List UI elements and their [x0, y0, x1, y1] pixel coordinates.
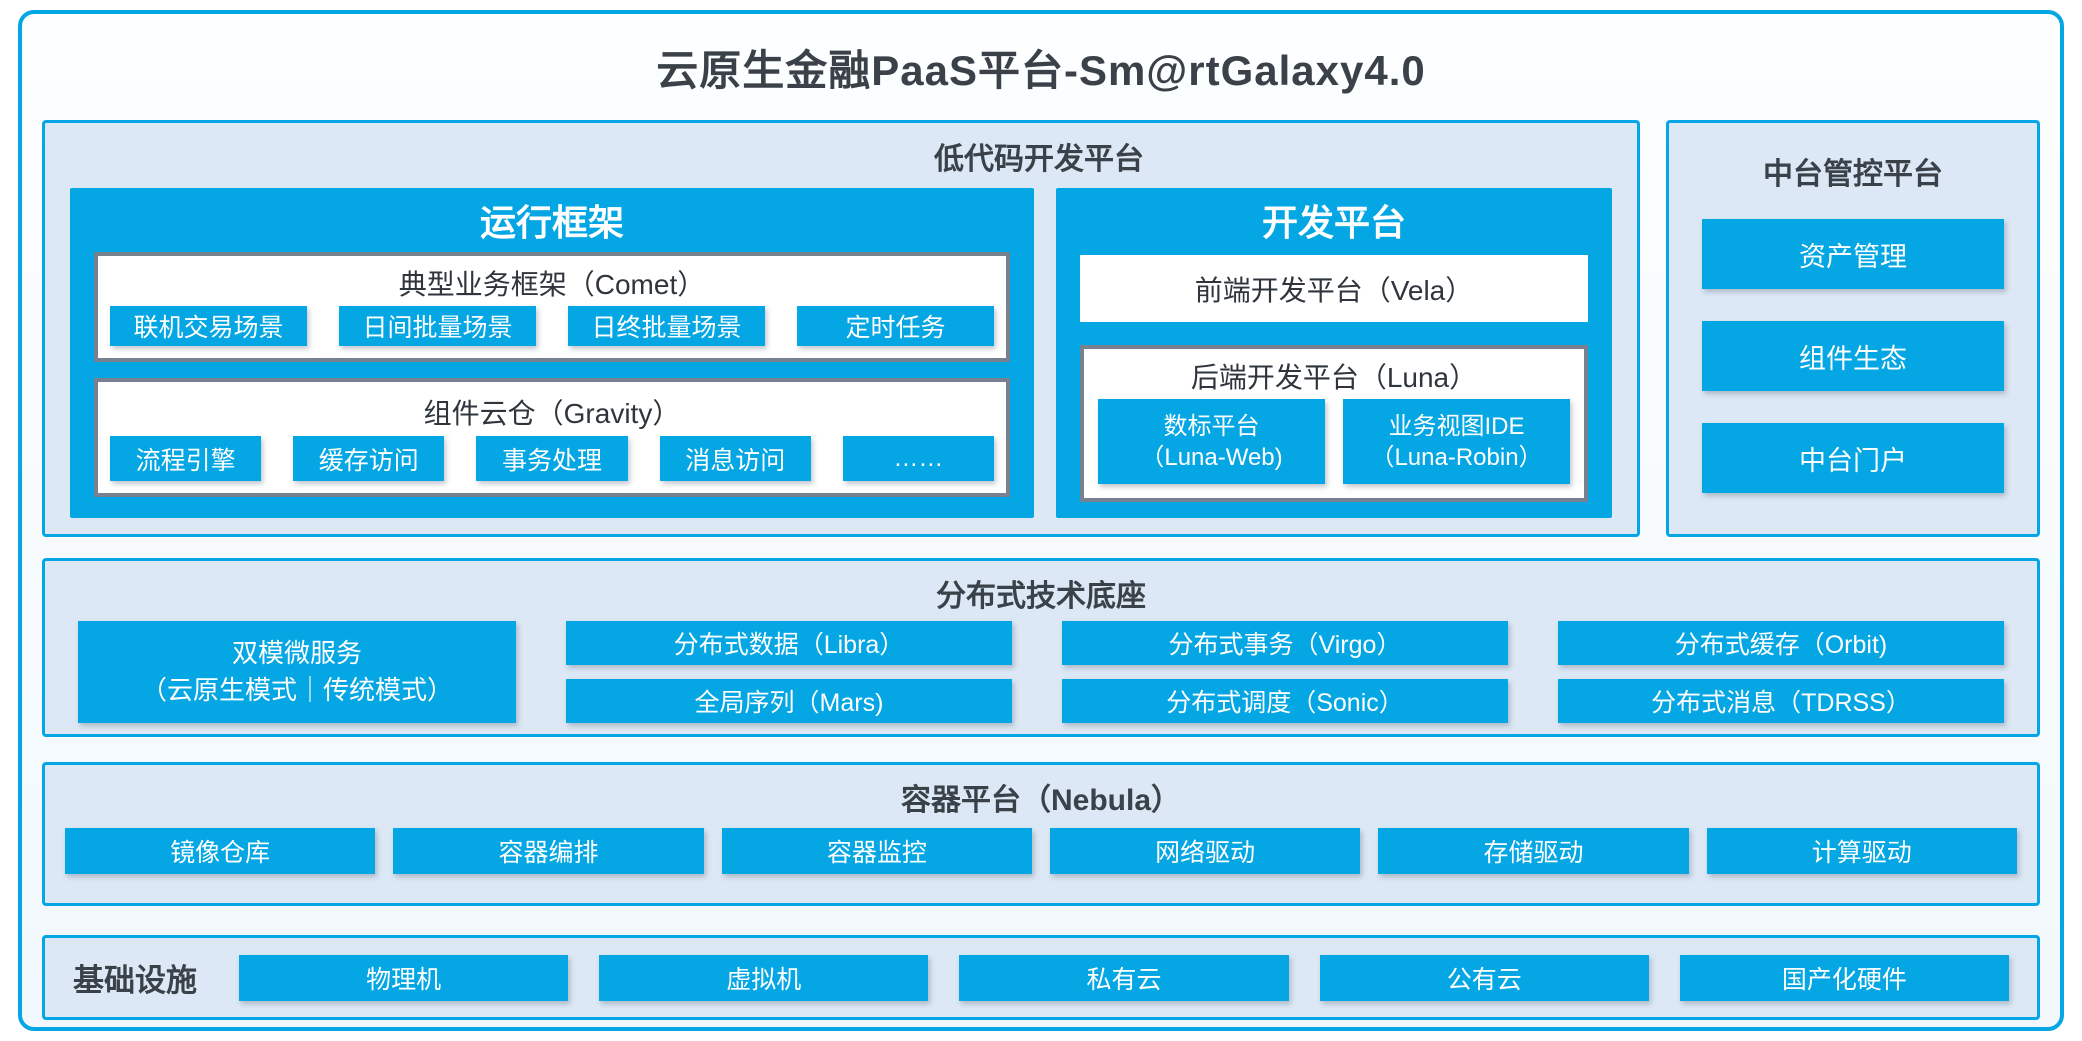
- luna-robin-name: 业务视图IDE: [1388, 412, 1525, 440]
- runtime-framework-panel: 运行框架 典型业务框架（Comet） 联机交易场景 日间批量场景 日终批量场景 …: [70, 188, 1034, 518]
- component-ecosystem-item: 组件生态: [1702, 321, 2004, 391]
- top-row: 低代码开发平台 运行框架 典型业务框架（Comet） 联机交易场景 日间批量场景…: [42, 120, 2040, 537]
- page-title: 云原生金融PaaS平台-Sm@rtGalaxy4.0: [656, 46, 1426, 94]
- luna-backend-box: 后端开发平台（Luna） 数标平台 （Luna-Web) 业务视图IDE （Lu…: [1080, 345, 1588, 502]
- middle-platform-section: 中台管控平台 资产管理 组件生态 中台门户: [1666, 120, 2040, 537]
- dev-platform-header: 开发平台: [1261, 202, 1406, 243]
- luna-robin-item: 业务视图IDE （Luna-Robin）: [1343, 399, 1570, 484]
- container-platform-section: 容器平台（Nebula） 镜像仓库 容器编排 容器监控 网络驱动 存储驱动 计算…: [42, 762, 2040, 906]
- vela-frontend-box: 前端开发平台（Vela）: [1080, 255, 1588, 322]
- gravity-item: 流程引擎: [110, 436, 262, 481]
- comet-item: 定时任务: [797, 306, 994, 346]
- comet-framework-box: 典型业务框架（Comet） 联机交易场景 日间批量场景 日终批量场景 定时任务: [94, 252, 1010, 362]
- comet-item: 日终批量场景: [568, 306, 765, 346]
- gravity-item: 缓存访问: [293, 436, 445, 481]
- private-cloud-item: 私有云: [959, 954, 1289, 1001]
- middle-portal-item: 中台门户: [1702, 423, 2004, 493]
- dual-mode-line2: （云原生模式｜传统模式）: [140, 675, 453, 705]
- storage-driver-item: 存储驱动: [1378, 828, 1689, 874]
- dev-platform-panel: 开发平台 前端开发平台（Vela） 后端开发平台（Luna） 数标平台 （Lun…: [1056, 188, 1612, 518]
- luna-backend-title: 后端开发平台（Luna）: [1190, 362, 1478, 393]
- distributed-base-section: 分布式技术底座 双模微服务 （云原生模式｜传统模式） 分布式数据（Libra） …: [42, 558, 2040, 737]
- lowcode-platform-section: 低代码开发平台 运行框架 典型业务框架（Comet） 联机交易场景 日间批量场景…: [42, 120, 1640, 537]
- luna-web-name: 数标平台: [1163, 412, 1260, 440]
- distributed-scheduling-item: 分布式调度（Sonic）: [1062, 679, 1508, 723]
- distributed-column: 分布式缓存（Orbit) 分布式消息（TDRSS）: [1558, 621, 2004, 723]
- public-cloud-item: 公有云: [1319, 954, 1649, 1001]
- distributed-data-item: 分布式数据（Libra）: [566, 621, 1012, 665]
- lowcode-platform-header: 低代码开发平台: [934, 142, 1144, 176]
- gravity-item: 消息访问: [659, 436, 811, 481]
- container-monitoring-item: 容器监控: [721, 828, 1032, 874]
- image-registry-item: 镜像仓库: [65, 828, 376, 874]
- luna-web-item: 数标平台 （Luna-Web): [1098, 399, 1325, 484]
- comet-item: 联机交易场景: [110, 306, 307, 346]
- comet-items-row: 联机交易场景 日间批量场景 日终批量场景 定时任务: [98, 306, 1006, 358]
- diagram-frame: 云原生金融PaaS平台-Sm@rtGalaxy4.0 低代码开发平台 运行框架 …: [18, 10, 2064, 1031]
- container-orchestration-item: 容器编排: [393, 828, 704, 874]
- runtime-framework-header: 运行框架: [479, 202, 624, 243]
- domestic-hardware-item: 国产化硬件: [1679, 954, 2010, 1001]
- distributed-message-item: 分布式消息（TDRSS）: [1558, 679, 2004, 723]
- distributed-cache-item: 分布式缓存（Orbit): [1558, 621, 2004, 665]
- luna-robin-code: （Luna-Robin）: [1370, 443, 1543, 471]
- vela-frontend-title: 前端开发平台（Vela）: [1194, 274, 1474, 306]
- asset-management-item: 资产管理: [1702, 219, 2004, 289]
- global-sequence-item: 全局序列（Mars): [566, 679, 1012, 723]
- comet-item: 日间批量场景: [339, 306, 536, 346]
- gravity-warehouse-box: 组件云仓（Gravity） 流程引擎 缓存访问 事务处理 消息访问 ……: [94, 378, 1010, 497]
- infrastructure-section: 基础设施 物理机 虚拟机 私有云 公有云 国产化硬件: [42, 935, 2040, 1020]
- compute-driver-item: 计算驱动: [1706, 828, 2017, 874]
- dual-mode-line1: 双模微服务: [231, 638, 362, 668]
- container-platform-header: 容器平台（Nebula）: [900, 783, 1182, 817]
- distributed-column: 分布式事务（Virgo） 分布式调度（Sonic）: [1062, 621, 1508, 723]
- network-driver-item: 网络驱动: [1049, 828, 1361, 874]
- physical-machine-item: 物理机: [239, 954, 569, 1001]
- distributed-transaction-item: 分布式事务（Virgo）: [1062, 621, 1508, 665]
- gravity-warehouse-title: 组件云仓（Gravity）: [423, 398, 681, 429]
- distributed-base-header: 分布式技术底座: [936, 580, 1146, 613]
- gravity-item-more: ……: [842, 436, 995, 481]
- middle-platform-header: 中台管控平台: [1763, 158, 1943, 191]
- container-items-row: 镜像仓库 容器编排 容器监控 网络驱动 存储驱动 计算驱动: [65, 828, 2017, 874]
- virtual-machine-item: 虚拟机: [599, 954, 929, 1001]
- lowcode-platform-body: 运行框架 典型业务框架（Comet） 联机交易场景 日间批量场景 日终批量场景 …: [70, 188, 1612, 518]
- infrastructure-items-row: 物理机 虚拟机 私有云 公有云 国产化硬件: [239, 954, 2010, 1001]
- distributed-column: 分布式数据（Libra） 全局序列（Mars): [566, 621, 1012, 723]
- distributed-base-body: 双模微服务 （云原生模式｜传统模式） 分布式数据（Libra） 全局序列（Mar…: [78, 621, 2004, 723]
- gravity-item: 事务处理: [476, 436, 628, 481]
- gravity-items-row: 流程引擎 缓存访问 事务处理 消息访问 ……: [98, 436, 1006, 493]
- dual-mode-microservice-item: 双模微服务 （云原生模式｜传统模式）: [78, 621, 516, 723]
- luna-items-row: 数标平台 （Luna-Web) 业务视图IDE （Luna-Robin）: [1084, 399, 1584, 498]
- luna-web-code: （Luna-Web): [1140, 443, 1283, 471]
- comet-framework-title: 典型业务框架（Comet）: [398, 269, 706, 300]
- infrastructure-label: 基础设施: [73, 963, 197, 998]
